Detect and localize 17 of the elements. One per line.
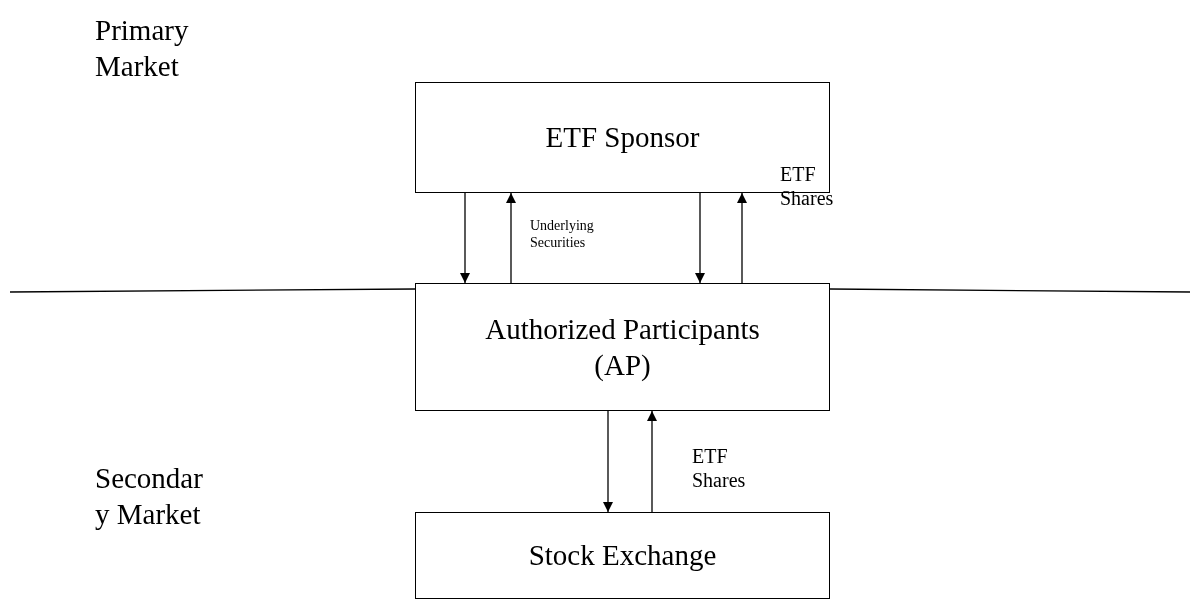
arrow [647,410,657,513]
edge-label: Underlying Securities [530,218,595,252]
section-label: Secondary Market [95,461,204,533]
arrow [695,192,705,284]
arrow [737,192,747,284]
process-box [415,512,830,599]
arrow [460,192,470,284]
process-box [415,283,830,411]
node-label: ETF Sponsor [545,120,700,156]
node-label: Stock Exchange [528,538,717,574]
arrow [603,410,613,513]
edge-label: ETF Shares [780,162,835,210]
node-label: Authorized Participants (AP) [484,311,761,383]
edge-label: ETF Shares [692,444,747,492]
arrow [506,192,516,284]
section-label: Primary Market [95,13,190,85]
process-box [415,82,830,193]
